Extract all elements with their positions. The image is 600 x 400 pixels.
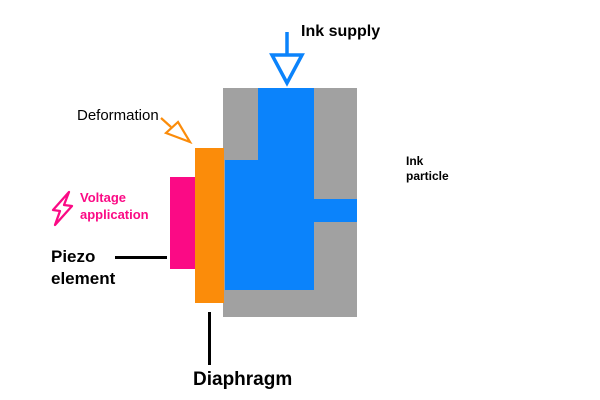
voltage-label-line2: application <box>80 206 149 222</box>
piezo-label-line2: element <box>51 269 116 288</box>
ink-supply-arrow-icon <box>269 32 305 87</box>
ink-supply-label: Ink supply <box>301 23 381 40</box>
piezo-element-plate <box>170 177 195 269</box>
ink-particle-label-line2: particle <box>406 169 449 183</box>
diaphragm-pointer-line <box>208 312 211 365</box>
deformation-label: Deformation <box>77 107 159 124</box>
piezo-pointer-line <box>115 256 167 259</box>
piezo-element-label: Piezo element <box>51 246 115 290</box>
ink-particle-label: Ink particle <box>406 154 449 184</box>
ink-particle-label-line1: Ink <box>406 154 424 168</box>
diaphragm-plate <box>195 148 224 303</box>
ink-inlet-channel <box>258 88 314 160</box>
diaphragm-label: Diaphragm <box>193 369 293 390</box>
lightning-bolt-icon <box>51 190 74 227</box>
ink-nozzle-channel <box>314 199 357 222</box>
voltage-label-line1: Voltage <box>80 190 126 205</box>
piezo-label-line1: Piezo <box>51 247 96 266</box>
deformation-arrow-icon <box>160 117 193 145</box>
voltage-application-label: Voltage application <box>80 190 149 223</box>
ink-chamber <box>225 160 314 290</box>
